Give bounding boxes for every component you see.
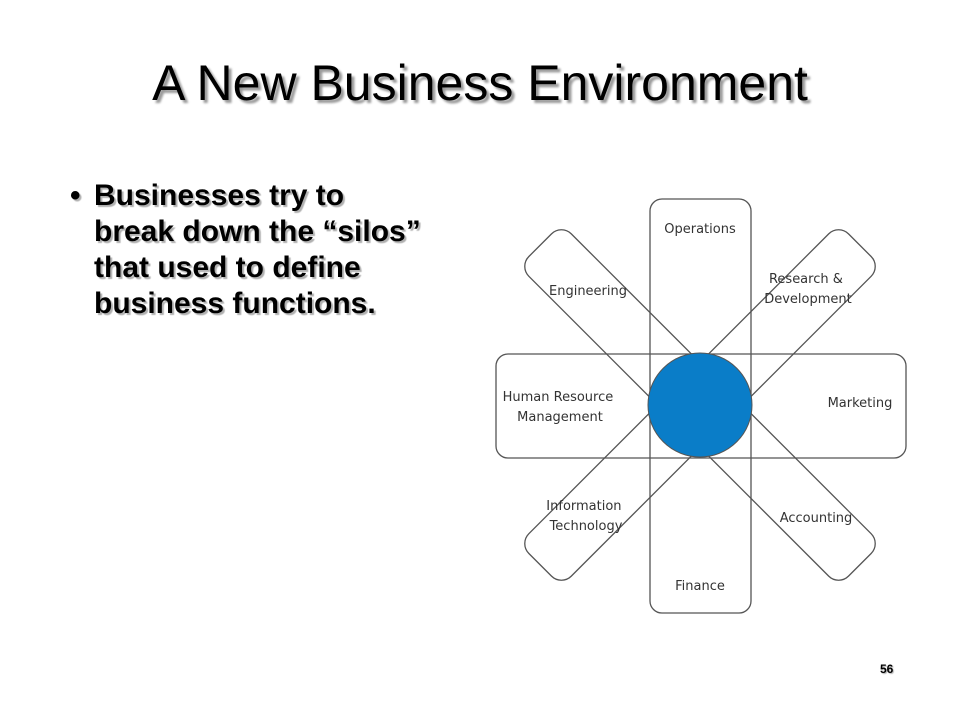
business-functions-diagram: Operations Research & Development Market… (495, 198, 907, 614)
center-circle (647, 352, 753, 458)
bullet-list: • Businesses try to break down the “silo… (70, 178, 480, 322)
bullet-dot-icon: • (70, 179, 81, 212)
bullet-item: • Businesses try to break down the “silo… (70, 178, 480, 322)
slide-title: A New Business Environment (152, 55, 808, 111)
label-research-development: Research & Development (764, 272, 852, 307)
bullet-line: business functions. (94, 287, 376, 320)
label-human-resource-management: Human Resource Management (503, 390, 618, 425)
bullet-line: Businesses try to (94, 179, 345, 212)
label-information-technology: Information Technology (546, 499, 625, 534)
page-number: 56 (880, 662, 894, 676)
label-finance: Finance (675, 579, 725, 594)
label-engineering: Engineering (549, 284, 627, 299)
label-accounting: Accounting (780, 511, 853, 526)
label-operations: Operations (664, 222, 736, 237)
bullet-line: break down the “silos” (94, 215, 421, 248)
label-marketing: Marketing (828, 396, 893, 411)
bullet-line: that used to define (94, 251, 361, 284)
